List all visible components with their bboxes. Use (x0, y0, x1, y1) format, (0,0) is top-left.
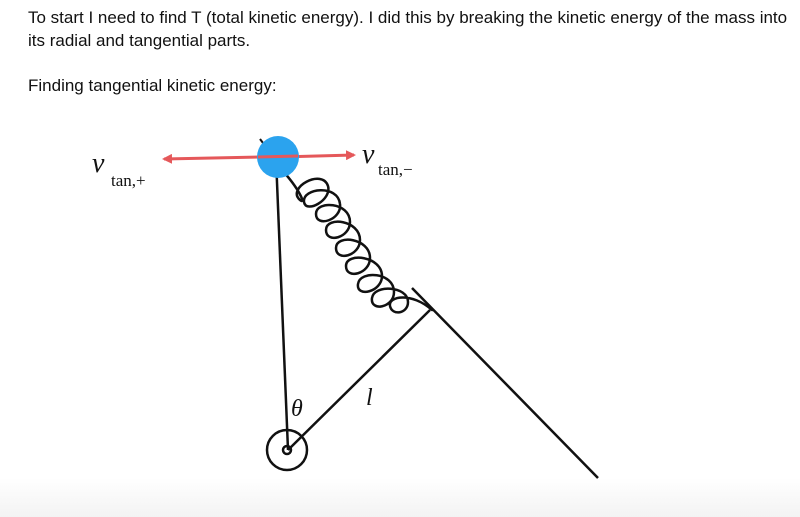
intro-paragraph: To start I need to find T (total kinetic… (28, 8, 788, 50)
bottom-fade (0, 478, 800, 517)
section-heading: Finding tangential kinetic energy: (28, 76, 277, 95)
pivot-inner-dot (281, 444, 293, 456)
length-label: l (366, 385, 373, 411)
theta-label: θ (291, 396, 303, 422)
pivot-outer-circle (265, 428, 309, 472)
v-tan-minus-subscript: tan,− (378, 160, 413, 179)
spring-coil (280, 168, 434, 314)
rotating-line (287, 309, 431, 451)
v-tan-plus-label: v (92, 148, 105, 179)
velocity-arrow-through-mass (257, 154, 299, 159)
rotating-line-extension (411, 287, 599, 479)
v-tan-plus-subscript: tan,+ (111, 171, 146, 190)
velocity-arrow-left (162, 153, 261, 164)
v-tan-minus-label: v (362, 139, 375, 170)
pendulum-rod (274, 157, 290, 451)
